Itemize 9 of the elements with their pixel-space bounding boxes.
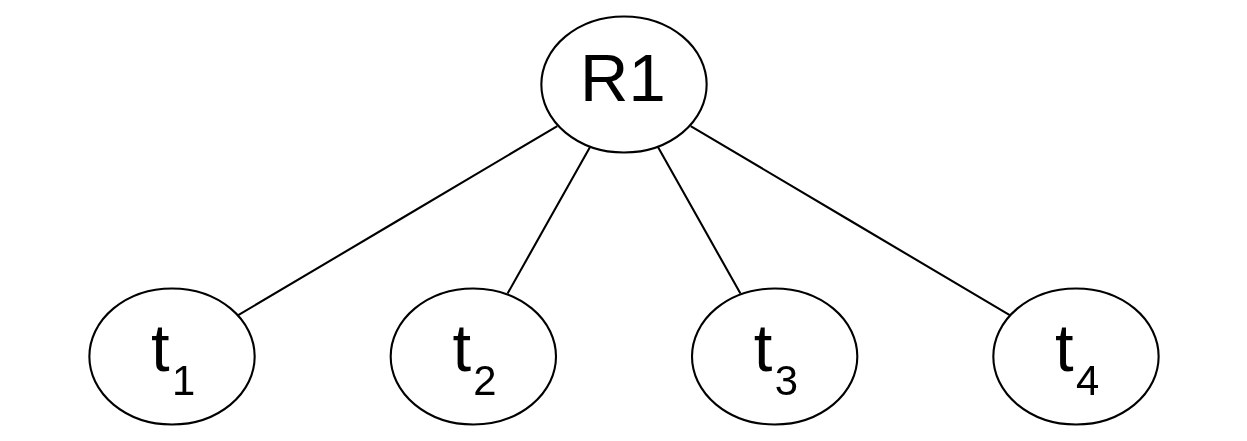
node-ellipse: t$_{1}$: [87, 287, 256, 426]
node-ellipse: t$_{2}$: [389, 287, 557, 426]
node-ellipse: t$_{3}$: [690, 287, 858, 426]
node-ellipse: R1: [539, 15, 708, 154]
connector: [656, 146, 741, 295]
node-ellipse: t$_{4}$: [991, 287, 1160, 426]
connector: [237, 125, 558, 317]
connector: [689, 125, 1010, 317]
connector: [506, 146, 591, 295]
